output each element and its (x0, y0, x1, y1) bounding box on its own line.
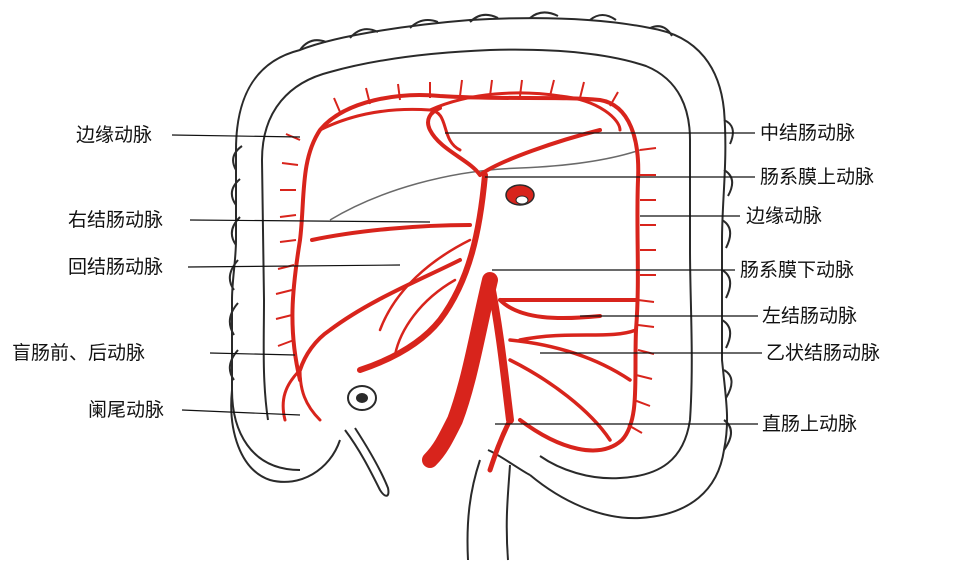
leader-left-1 (189, 219, 431, 223)
label-sigmoid-arteries: 乙状结肠动脉 (766, 342, 881, 364)
label-appendicular-artery: 阑尾动脉 (88, 399, 165, 421)
arterial-tree (281, 91, 641, 473)
label-right-colic-artery: 右结肠动脉 (68, 209, 164, 231)
label-cecal-arteries: 盲肠前、后动脉 (12, 342, 146, 364)
vasa-recta (275, 79, 657, 434)
label-left-colic-artery: 左结肠动脉 (762, 305, 858, 327)
label-middle-colic-artery: 中结肠动脉 (760, 122, 856, 144)
label-ileocolic-artery: 回结肠动脉 (68, 256, 164, 278)
superior-mesenteric-cut-end (505, 184, 535, 206)
leader-lines (171, 132, 762, 425)
leader-left-4 (181, 409, 301, 416)
leader-left-2 (187, 264, 401, 268)
label-marginal-artery-right: 边缘动脉 (746, 205, 823, 227)
label-inferior-mesenteric-artery: 肠系膜下动脉 (740, 259, 855, 281)
ileum-cut-end (347, 385, 377, 411)
leader-left-0 (171, 134, 301, 138)
label-superior-rectal-artery: 直肠上动脉 (762, 413, 858, 435)
colon-wall (228, 11, 734, 561)
leader-left-3 (209, 352, 296, 356)
label-marginal-artery-left: 边缘动脉 (76, 124, 153, 146)
mesocolon-line (329, 149, 641, 221)
label-superior-mesenteric-artery: 肠系膜上动脉 (760, 166, 875, 188)
